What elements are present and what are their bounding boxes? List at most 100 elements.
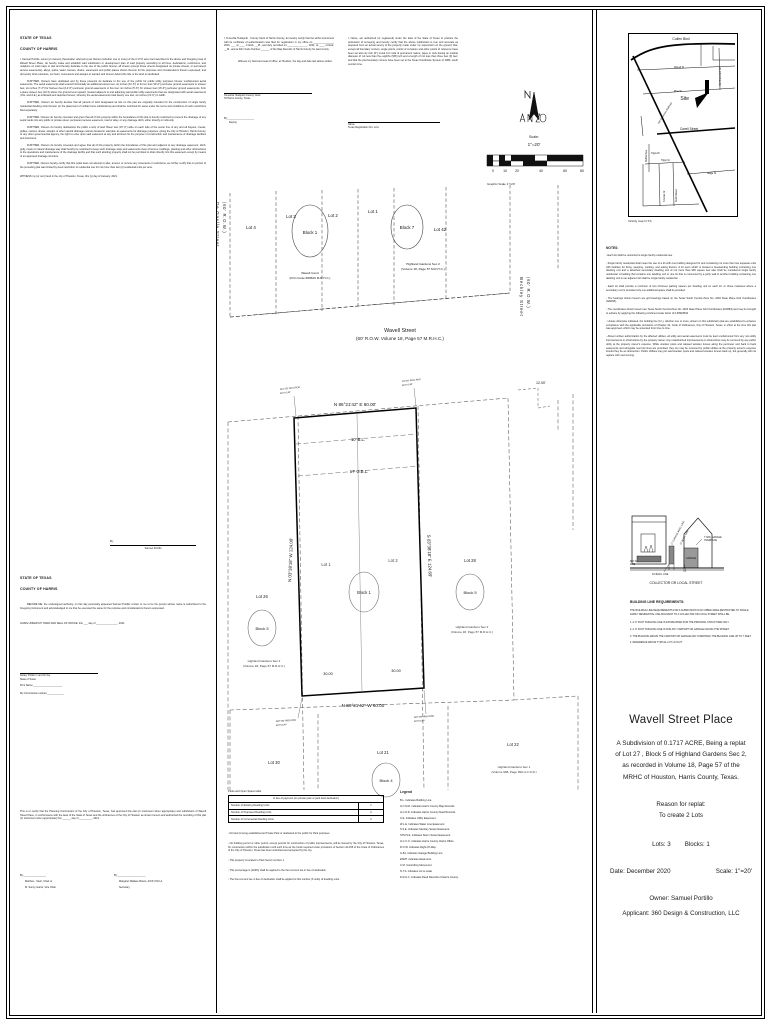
county-clerk-block: I, Teneshia Hudspeth , County Clerk of H… bbox=[224, 37, 334, 125]
svg-text:N 86°21'42" W 60.00: N 86°21'42" W 60.00 bbox=[342, 703, 385, 708]
svg-text:Block 4: Block 4 bbox=[379, 778, 393, 783]
scale-label: Scale: bbox=[529, 135, 539, 139]
svg-text:R.O.W.: R.O.W. bbox=[630, 561, 638, 563]
svg-text:WITH CAP: WITH CAP bbox=[414, 719, 425, 723]
list-item: N.T.S. indicates not to scale bbox=[400, 869, 433, 873]
wavell-street-label: Wavell Street (60' R.O.W. Volume 18, Pag… bbox=[300, 328, 500, 341]
svg-text:S Acres Dr: S Acres Dr bbox=[663, 190, 666, 202]
svg-text:Lot 21: Lot 21 bbox=[377, 750, 389, 755]
svg-text:Lot 1: Lot 1 bbox=[321, 562, 331, 567]
svg-text:SET 5/8" IRON ROD: SET 5/8" IRON ROD bbox=[276, 720, 297, 723]
list-item: R.O.W. Indicates Right-Of-Way. bbox=[400, 846, 437, 850]
svg-text:Stage St: Stage St bbox=[707, 172, 717, 175]
svg-text:OVERHANG: OVERHANG bbox=[704, 539, 717, 542]
building-req-item-2: 3. THE BUILDING ABOVE THE CARPORT OR GAR… bbox=[630, 634, 752, 638]
commission-by-1: By:________________ bbox=[20, 874, 46, 878]
building-req-heading: BUILDING LINE REQUIREMENTS: bbox=[630, 600, 685, 604]
svg-text:WITH CAP: WITH CAP bbox=[402, 383, 413, 387]
scale-bar-icon: 0 10 20 40 60 80 bbox=[486, 154, 584, 173]
svg-text:Lot 26: Lot 26 bbox=[256, 594, 268, 599]
parks-note-3: - This percentage is (100%) shall be app… bbox=[228, 868, 326, 872]
surveyor-registration: Texas Registration No. xxxx bbox=[348, 126, 379, 130]
svg-text:Highland Gardens Sec 2: Highland Gardens Sec 2 bbox=[248, 659, 281, 663]
legend-list: B.L. Indicates Building Line. H.C.M.R. i… bbox=[400, 799, 580, 879]
graphic-scale-label: Graphic Scale 1"=20' bbox=[487, 182, 516, 186]
dedication-paragraph-3: FURTHER, Owners do hereby declare that a… bbox=[20, 101, 206, 112]
svg-text:Lot 4: Lot 4 bbox=[246, 225, 256, 230]
de-gaulle-street-row: (60' R.O.W.) bbox=[222, 202, 227, 234]
surveyor-signature-line bbox=[348, 121, 440, 123]
county-clerk-body: I, Teneshia Hudspeth , County Clerk of H… bbox=[224, 37, 334, 52]
north-arrow-group: Scale: 1"=20' bbox=[494, 88, 574, 147]
parks-row-0-label: Number of Existing Dwelling Units bbox=[228, 801, 359, 810]
list-item: U.E. Indicates Utility Easement. bbox=[400, 816, 437, 820]
plat-date: Date: December 2020 bbox=[610, 867, 671, 875]
note-item-1: - Single family residential shall mean t… bbox=[606, 261, 756, 281]
vicinity-map: Cullen Blvd Cavell Street bbox=[628, 33, 738, 217]
svg-text:Cavell Street: Cavell Street bbox=[680, 127, 698, 131]
beckley-street-label: Beckley Street (60' R.O.W.) bbox=[519, 277, 563, 316]
svg-text:10: 10 bbox=[503, 169, 507, 173]
list-item: H.C.M.R. indicates Harris County Map Rec… bbox=[400, 804, 456, 808]
page-title: Wavell Street Place bbox=[629, 714, 733, 726]
table-row: Number of Proposed Dwelling Units 2 bbox=[228, 808, 384, 817]
cullen-blvd-line bbox=[630, 42, 736, 61]
owner-signature-line bbox=[110, 544, 196, 546]
svg-text:0: 0 bbox=[492, 169, 494, 173]
building-line-requirements: BUILDING LINE REQUIREMENTS: THE BUILDING… bbox=[630, 600, 752, 645]
notary-print-name: Print Name:_____________________ bbox=[20, 683, 63, 687]
svg-text:10' B.L.: 10' B.L. bbox=[351, 437, 365, 442]
table-row: Number of Existing Dwelling Units 1 bbox=[228, 801, 384, 810]
svg-text:80: 80 bbox=[580, 169, 584, 173]
subtitle-line-2: as recorded in Volume 18, Page 57 of the bbox=[622, 762, 740, 770]
svg-text:(Volume 998, Page 399 H.C.D.R.: (Volume 998, Page 399 H.C.D.R.) bbox=[491, 770, 536, 774]
parks-row-2-value: 2 bbox=[358, 815, 384, 824]
subtitle-line-0: A Subdivision of 0.1717 ACRE, Being a re… bbox=[616, 740, 746, 747]
list-item: H.C.C.O. indicates Harris County Clerks … bbox=[400, 840, 455, 844]
notary-state-heading: STATE OF TEXAS bbox=[20, 576, 52, 580]
building-req-item-1: 2. A 17 FOOT BUILDING LINE IS FOR ANY CA… bbox=[630, 627, 730, 631]
reason-value: To create 2 Lots bbox=[658, 811, 704, 819]
svg-text:Lot 22: Lot 22 bbox=[507, 742, 519, 747]
surveyor-body: I, Name, am authorized (or registered) u… bbox=[348, 37, 458, 66]
svg-text:7' MIN. GARAGE: 7' MIN. GARAGE bbox=[704, 536, 722, 539]
building-req-intro: THE BUILDING LINE REQUIREMENTS FOR A SUB… bbox=[630, 609, 749, 616]
list-item: H.C.D.R. indicates Harris County Deed Re… bbox=[400, 810, 456, 814]
reason-label: Reason for replat: bbox=[656, 800, 706, 808]
svg-text:Block 7: Block 7 bbox=[400, 225, 415, 230]
svg-text:WITH CAP: WITH CAP bbox=[276, 723, 287, 727]
county-clerk-name: Teneshia Hudspeth County Clerk bbox=[224, 93, 261, 97]
list-item: G.B.L indicates Garage Building Line. bbox=[400, 852, 444, 856]
building-line-diagram-svg: GARAGE 17' GARAGE BLDG. LINE 10' BLDG. L… bbox=[630, 515, 724, 585]
svg-text:40: 40 bbox=[539, 169, 543, 173]
north-arrow-icon bbox=[519, 89, 547, 123]
plat-scale: Scale: 1"=20' bbox=[715, 867, 752, 875]
legend-heading: Legend bbox=[400, 790, 413, 794]
dedication-state-heading: STATE OF TEXAS bbox=[20, 36, 52, 40]
owner-signature-by: By: bbox=[110, 540, 114, 543]
upper-plat-drawing: Lot 4 Lot 3 Lot 2 Lot 1 Lot 42 Block 1 B… bbox=[229, 185, 559, 318]
parks-table-caption: Parks and Open Space table bbox=[228, 790, 262, 793]
parks-note-0: - No land is being established as Privat… bbox=[228, 832, 331, 836]
svg-text:GARAGE: GARAGE bbox=[686, 557, 697, 560]
notary-block: STATE OF TEXAS COUNTY OF HARRIS BEFORE M… bbox=[20, 576, 206, 695]
planning-commission-block: This is to certify that the Planning Com… bbox=[20, 810, 206, 889]
dedication-paragraph-6: FURTHER, Owners do hereby covenant and a… bbox=[20, 144, 206, 159]
svg-text:Block 1: Block 1 bbox=[357, 590, 371, 595]
title-block: Wavell Street Place A Subdivision of 0.1… bbox=[606, 714, 756, 917]
site-label: Site bbox=[680, 96, 689, 102]
note-item-5: - Unless otherwise indicated, the buildi… bbox=[606, 319, 756, 331]
commission-body: This is to certify that the Planning Com… bbox=[20, 810, 206, 821]
list-item: B.L. Indicates Building Line. bbox=[400, 799, 433, 802]
dedication-county-heading: COUNTY OF HARRIS bbox=[20, 47, 58, 51]
svg-text:Highland Gardens Sec 2: Highland Gardens Sec 2 bbox=[456, 625, 489, 629]
svg-text:Cullen Blvd: Cullen Blvd bbox=[672, 37, 689, 41]
table-row: Number of Incremental Dwelling Units 2 bbox=[228, 815, 384, 824]
svg-text:17' G.B.L.: 17' G.B.L. bbox=[350, 469, 369, 474]
parks-note-4: - The then-current fee in lieu of dedica… bbox=[228, 878, 340, 882]
svg-text:Bellfort Ave: Bellfort Ave bbox=[645, 149, 648, 162]
list-item: STM.S.E. indicates Storm Sewer Easement. bbox=[400, 834, 451, 838]
list-item: W.L.E. Indicates Water Line Easement. bbox=[400, 822, 446, 826]
de-gaulle-street-label: De Gaulle Street (60' R.O.W.) bbox=[215, 202, 265, 247]
svg-text:SET 5/8" IRON ROD: SET 5/8" IRON ROD bbox=[414, 716, 435, 719]
